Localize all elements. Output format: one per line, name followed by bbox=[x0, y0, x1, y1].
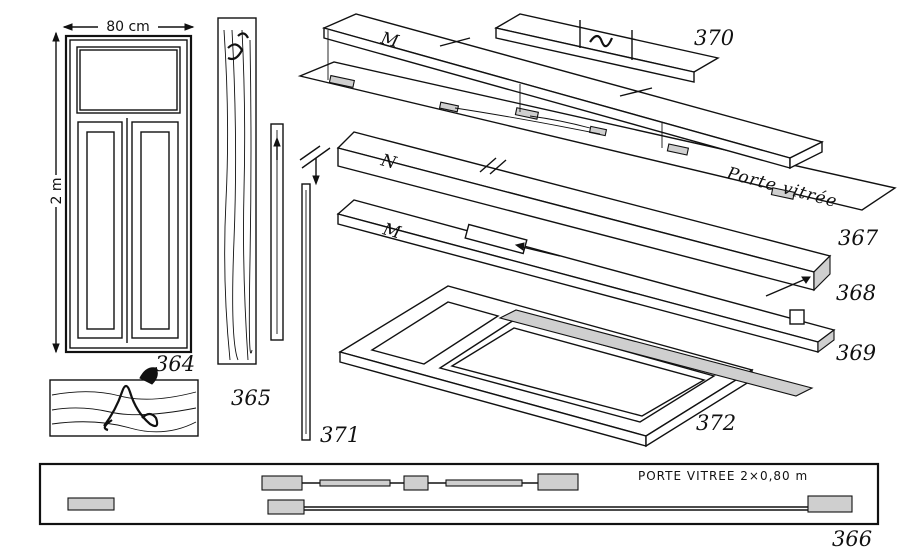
figure-number-371: 371 bbox=[320, 423, 360, 447]
figure-number-368: 368 bbox=[836, 281, 876, 305]
stick-upper-end-right bbox=[537, 473, 579, 491]
top-rail-end bbox=[789, 140, 823, 170]
left-panel bbox=[86, 131, 115, 330]
door-elevation-364: 80 cm 2 m bbox=[48, 18, 199, 437]
stick-upper-hatch-2 bbox=[445, 479, 523, 487]
stick-upper-end-left bbox=[261, 475, 303, 491]
short-piece-side bbox=[495, 27, 695, 83]
middle-rail-cut-1 bbox=[479, 157, 497, 173]
lower-rail-tenon bbox=[464, 223, 528, 255]
assembled-frame-372 bbox=[338, 285, 814, 448]
left-arrow-head bbox=[312, 175, 320, 186]
top-rail-367: M Porte vitrée bbox=[297, 13, 897, 212]
glass-pane-moulding bbox=[76, 46, 181, 114]
left-panel-frame bbox=[77, 121, 123, 339]
rail-mark-upper: M bbox=[378, 28, 402, 52]
right-panel-frame bbox=[131, 121, 179, 339]
board-mark-1 bbox=[328, 74, 356, 89]
door-inner-frame bbox=[69, 39, 188, 349]
figure-number-366: 366 bbox=[832, 527, 872, 551]
story-stick-frame bbox=[38, 462, 880, 526]
frame-rebate bbox=[450, 327, 706, 417]
rail-stub bbox=[789, 309, 805, 325]
rail-mark-middle: N bbox=[378, 150, 400, 174]
short-piece-mark bbox=[589, 34, 614, 48]
figure-number-369: 369 bbox=[836, 341, 876, 365]
right-arrow-head bbox=[801, 276, 811, 284]
figure-number-367: 367 bbox=[838, 226, 879, 250]
height-label: 2 m bbox=[49, 178, 65, 205]
lower-rail-369: M bbox=[336, 199, 836, 354]
pencil-tip bbox=[139, 367, 158, 385]
feed-arrow-head bbox=[514, 242, 525, 251]
right-panel bbox=[140, 131, 170, 330]
middle-rail-cut-2 bbox=[489, 159, 507, 175]
stile-arrow-head bbox=[273, 136, 281, 147]
figure-number-372: 372 bbox=[696, 411, 736, 435]
stick-upper-hatch-1 bbox=[319, 479, 391, 487]
figure-number-364: 364 bbox=[155, 352, 195, 376]
feed-arrow-shaft bbox=[517, 245, 561, 257]
right-arrow-shaft bbox=[765, 277, 809, 297]
middle-rail-368: N bbox=[299, 131, 832, 297]
board-mark-5 bbox=[666, 143, 690, 156]
story-stick-366: PORTE VITREE 2×0,80 m bbox=[38, 462, 880, 526]
width-label-bg bbox=[98, 18, 158, 34]
inserted-bar bbox=[498, 309, 814, 397]
plank-grain bbox=[223, 29, 253, 361]
marked-board bbox=[297, 61, 897, 211]
height-arrow-top bbox=[52, 31, 60, 42]
figure-number-370: 370 bbox=[694, 26, 734, 50]
stick-lower-end-right bbox=[807, 495, 853, 513]
short-piece-370 bbox=[494, 13, 720, 83]
height-arrow-bottom bbox=[52, 343, 60, 354]
door-outer-frame bbox=[64, 34, 193, 354]
rail-mark-lower: M bbox=[380, 219, 404, 243]
lower-rail-end bbox=[817, 328, 835, 354]
figure-number-365: 365 bbox=[231, 386, 271, 410]
plank-mark bbox=[227, 32, 249, 61]
rail-cut-2 bbox=[619, 87, 653, 97]
width-arrow-right bbox=[184, 23, 195, 31]
makers-mark bbox=[103, 384, 159, 432]
frame-right-opening bbox=[438, 319, 716, 423]
frame-left-opening bbox=[370, 301, 500, 365]
board-markings-line bbox=[454, 107, 601, 135]
rail-cut-1 bbox=[439, 37, 471, 47]
stick-section-left bbox=[67, 497, 115, 511]
board-mark-6 bbox=[770, 187, 796, 200]
glass-pane bbox=[79, 49, 178, 111]
width-label: 80 cm bbox=[106, 19, 150, 35]
strip-371 bbox=[301, 183, 311, 441]
height-label-bg bbox=[48, 175, 64, 207]
stick-lower-end-left bbox=[267, 499, 305, 515]
width-arrow-left bbox=[62, 23, 73, 31]
middle-rail-end-section bbox=[813, 254, 831, 292]
plank-365 bbox=[217, 17, 284, 365]
stick-upper-joint bbox=[403, 475, 429, 491]
left-cut-guide-2 bbox=[299, 145, 321, 161]
story-stick-caption: PORTE VITREE 2×0,80 m bbox=[638, 469, 808, 483]
